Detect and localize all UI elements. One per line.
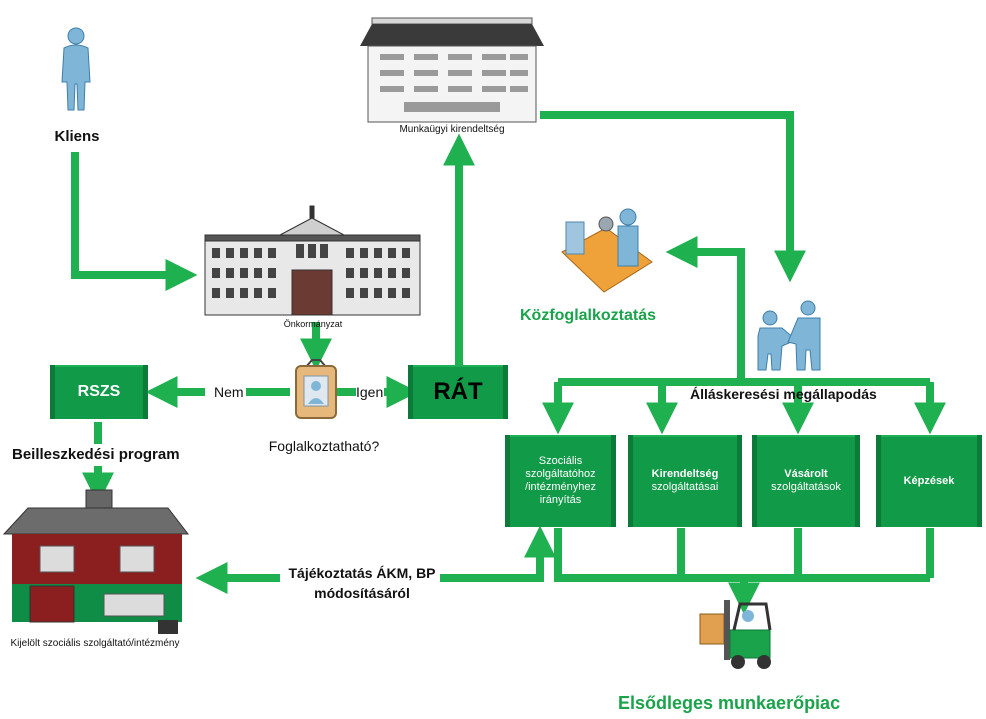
line-box1-down	[554, 528, 930, 582]
public-work-title: Közfoglalkoztatás	[520, 307, 657, 324]
info-label-line1: Tájékoztatás ÁKM, BP	[288, 565, 436, 581]
social-provider-label: Kijelölt szociális szolgáltató/intézmény	[10, 638, 180, 649]
arrow-office-to-agreement	[540, 111, 806, 283]
social-provider-house-icon	[2, 489, 190, 634]
service-box-purchased: Vásárolt szolgáltatások	[752, 435, 860, 527]
arrow-client-to-municipality	[71, 152, 198, 291]
service-box-social-line: Szociális	[538, 455, 583, 467]
rszs-label: RSZS	[77, 383, 121, 400]
integration-program-label: Beilleszkedési program	[12, 446, 180, 463]
service-box-office-line: szolgáltatásai	[651, 481, 719, 493]
service-box-office: Kirendeltség szolgáltatásai	[628, 435, 742, 527]
arrow-info-to-box1	[440, 525, 556, 582]
employable-question: Foglalkoztatható?	[268, 438, 380, 454]
arrow-trunk-to-public-work	[665, 236, 745, 382]
client-label: Kliens	[54, 128, 100, 145]
agreement-label: Álláskeresési megállapodás	[690, 386, 877, 402]
service-box-purchased-line: szolgáltatások	[771, 481, 841, 493]
service-box-social: Szociális szolgáltatóhoz /intézményhez i…	[505, 435, 616, 527]
service-box-office-line: Kirendeltség	[651, 468, 719, 480]
primary-market-title: Elsődleges munkaerőpiac	[618, 693, 841, 713]
badge-id-icon	[295, 359, 337, 419]
service-box-social-line: /intézményhez	[525, 481, 596, 493]
municipality-label: Önkormányzat	[283, 319, 343, 329]
service-box-purchased-line: Vásárolt	[784, 468, 828, 480]
rat-box: RÁT	[408, 365, 508, 419]
service-box-social-line: irányítás	[539, 494, 582, 506]
service-box-trainings-line: Képzések	[903, 474, 955, 487]
no-label: Nem	[214, 384, 244, 400]
service-box-social-line: szolgáltatóhoz	[525, 468, 596, 480]
rat-label: RÁT	[433, 378, 483, 405]
yes-label: Igen	[356, 384, 384, 400]
agreement-handshake-icon	[757, 300, 821, 371]
rszs-box: RSZS	[50, 365, 148, 419]
public-work-icon	[561, 208, 653, 293]
municipality-building-icon	[204, 205, 421, 316]
service-box-trainings: Képzések	[876, 435, 982, 527]
job-office-label: Munkaügyi kirendeltség	[399, 124, 505, 135]
info-label: Tájékoztatás ÁKM, BP módosításáról	[288, 565, 435, 601]
forklift-icon	[699, 600, 772, 669]
job-office-building-icon	[360, 17, 544, 123]
info-label-line2: módosításáról	[314, 585, 410, 601]
client-person-icon	[61, 27, 91, 111]
